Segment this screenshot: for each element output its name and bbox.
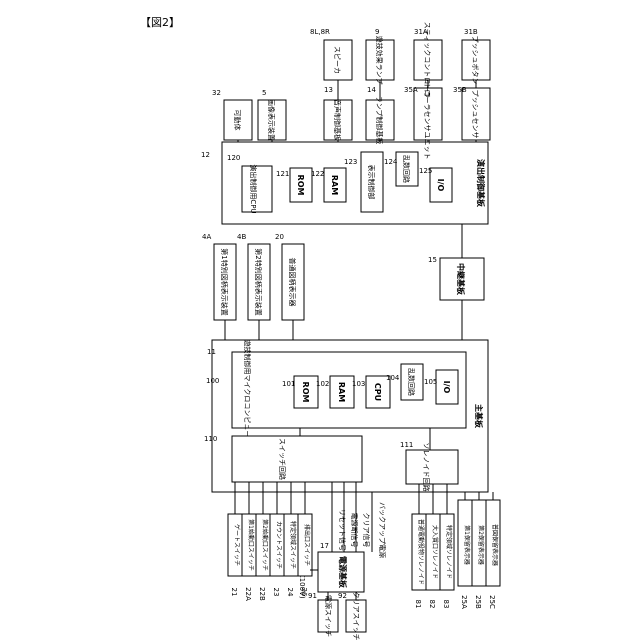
switch-2-ref: 22A — [244, 587, 252, 601]
speaker-ref: 8L,8R — [310, 28, 330, 36]
mc-io-label: I/O — [442, 381, 451, 394]
speaker-label: スピーカ — [333, 46, 341, 74]
switch-1-ref: 21 — [230, 588, 238, 597]
push-button-label: プッシュボタン — [471, 36, 480, 85]
hold-display-2-label: 第2保留表示器 — [477, 525, 485, 565]
switch-5-ref: 24 — [286, 588, 294, 597]
effect-board-label: 演出制御基板 — [476, 159, 486, 208]
mc-rand-label: 乱数回路 — [407, 368, 416, 396]
hold-display-3-label: 普図保留表示器 — [491, 524, 499, 566]
clear-switch-ref: 92 — [338, 592, 347, 600]
switch-3-ref: 22B — [258, 587, 266, 601]
sound-board-ref: 13 — [324, 86, 333, 94]
solenoid-1-label: 普通電動役物ソレノイド — [417, 519, 425, 585]
movable-label: 可動体 — [233, 110, 242, 131]
switch-circuit-ref: 110 — [204, 435, 217, 443]
effect-cpu-ref: 120 — [227, 154, 240, 162]
effect-io-ref: 125 — [419, 167, 432, 175]
power-switch-ref: 91 — [308, 592, 317, 600]
microcomputer-ref: 100 — [206, 377, 219, 385]
effect-board-ref: 12 — [201, 151, 210, 159]
solenoid-2-label: 大入賞口ソレノイド — [431, 525, 439, 579]
microcomputer-label: 遊技制御用マイクロコンピュータ — [243, 340, 252, 445]
mc-io-ref: 105 — [424, 378, 437, 386]
mc-ram-ref: 102 — [316, 380, 329, 388]
switch-6-ref: 26 — [300, 588, 308, 597]
mc-rom-ref: 101 — [282, 380, 295, 388]
power-board-label: 電源基板 — [338, 556, 348, 589]
solenoid-circuit-box — [406, 450, 458, 484]
mc-cpu-label: CPU — [373, 383, 382, 401]
hold-display-1-ref: 25A — [460, 595, 468, 609]
push-button-ref: 31B — [464, 28, 478, 36]
switch-4-label: カウントスイッチ — [275, 521, 283, 569]
relay-board-ref: 15 — [428, 256, 437, 264]
ctrl-sensor-ref: 35A — [404, 86, 418, 94]
movable-ref: 32 — [212, 89, 221, 97]
display-normal-ref: 20 — [275, 233, 284, 241]
display-2-ref: 4B — [237, 233, 246, 241]
image-display-label: 画像表示装置 — [267, 99, 276, 141]
switch-5-label: 特定領域スイッチ — [289, 521, 297, 569]
effect-io-label: I/O — [436, 179, 445, 192]
signal-clear: クリア信号 — [362, 513, 371, 548]
effect-ram-ref: 122 — [311, 170, 324, 178]
display-normal-label: 普通図柄表示器 — [288, 258, 297, 307]
mc-rand-ref: 104 — [386, 374, 400, 382]
switch-2-label: 第1始動口スイッチ — [247, 519, 255, 571]
switch-3-label: 第2始動口スイッチ — [261, 519, 269, 571]
display-ctrl-label: 表示制御部 — [367, 165, 376, 200]
lamp-board-ref: 14 — [367, 86, 376, 94]
image-display-ref: 5 — [262, 89, 266, 97]
stick-ctrl-ref: 31A — [414, 28, 428, 36]
hold-display-1-label: 第1保留表示器 — [463, 525, 471, 565]
solenoid-3-ref: 83 — [442, 600, 450, 609]
solenoid-2-ref: 82 — [428, 600, 436, 609]
effect-rom-ref: 121 — [276, 170, 289, 178]
switch-circuit-label: スイッチ回路 — [278, 438, 287, 480]
effect-lamp-label: 遊技効果ランプ — [375, 36, 384, 85]
push-sensor-ref: 35B — [453, 86, 467, 94]
hold-display-3-ref: 25C — [488, 595, 496, 609]
power-switch-label: 電源スイッチ — [324, 595, 333, 637]
solenoid-1-ref: 81 — [414, 600, 422, 609]
effect-rom-label: ROM — [296, 175, 305, 196]
power-board-ref: 17 — [320, 542, 329, 550]
relay-board-label: 中継基板 — [456, 263, 466, 296]
main-board-ref: 11 — [207, 348, 216, 356]
lamp-board-label: ランプ制御基板 — [375, 96, 384, 145]
signal-power-off: 電源断信号 — [350, 513, 359, 548]
display-1-ref: 4A — [202, 233, 211, 241]
switch-4-ref: 23 — [272, 588, 280, 597]
effect-rand-label: 乱数回路 — [402, 155, 411, 183]
display-1-label: 第1特別図柄表示装置 — [220, 248, 229, 315]
signal-reset: リセット信号 — [338, 509, 347, 551]
display-ctrl-ref: 123 — [344, 158, 357, 166]
effect-cpu-label: 演出制御用CPU — [249, 164, 258, 213]
effect-ram-label: RAM — [330, 175, 339, 195]
push-sensor-label: プッシュセンサ — [471, 90, 479, 139]
effect-rand-ref: 124 — [384, 158, 398, 166]
mc-cpu-ref: 103 — [352, 380, 365, 388]
switch-6-label: 排出口スイッチ — [303, 524, 311, 566]
mc-ram-label: RAM — [337, 382, 346, 402]
switch-circuit-box — [232, 436, 362, 482]
display-2-label: 第2特別図柄表示装置 — [254, 248, 263, 315]
hold-display-2-ref: 25B — [474, 595, 482, 609]
switch-1-label: ゲートスイッチ — [233, 524, 241, 566]
main-board-label: 主基板 — [474, 404, 484, 429]
mc-rom-label: ROM — [301, 382, 310, 403]
signal-backup-power: バックアップ電源 — [378, 502, 387, 558]
solenoid-circuit-ref: 111 — [400, 441, 413, 449]
sound-board-label: 音声制御基板 — [333, 99, 342, 141]
solenoid-3-label: 特定領域ソレノイド — [445, 525, 453, 579]
effect-lamp-ref: 9 — [375, 28, 379, 36]
